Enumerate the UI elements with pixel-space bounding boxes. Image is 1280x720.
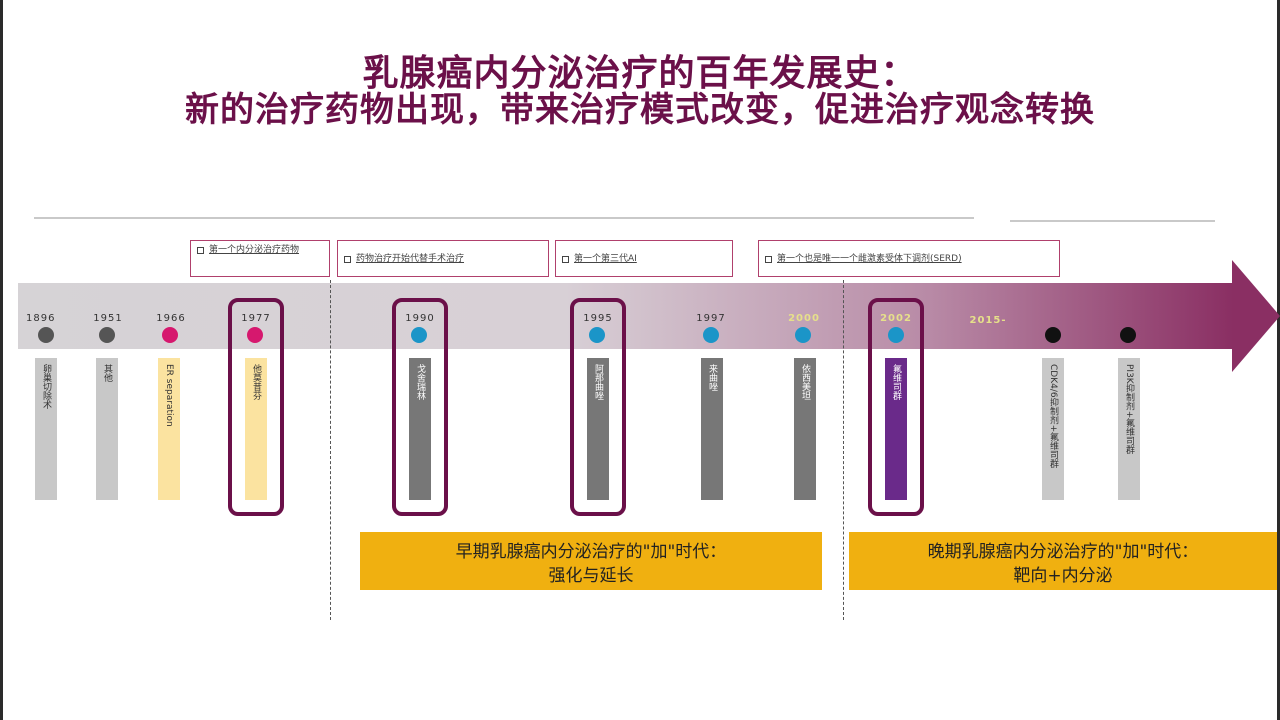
- era-divider-line: [330, 280, 331, 620]
- milestone-dot: [38, 327, 54, 343]
- milestone-bar-label: 氟维司群: [891, 364, 901, 400]
- milestone-dot: [703, 327, 719, 343]
- era-box-advanced: 晚期乳腺癌内分泌治疗的"加"时代： 靶向+内分泌: [849, 532, 1277, 590]
- milestone-year: 1977: [241, 313, 271, 324]
- milestone-bar: 戈舍瑞林: [409, 358, 431, 500]
- milestone-year: 1951: [93, 313, 123, 324]
- milestone-dot: [99, 327, 115, 343]
- milestone-dot: [1120, 327, 1136, 343]
- left-frame-edge: [0, 0, 3, 720]
- milestone-bar-label: 他莫昔芬: [251, 364, 261, 400]
- separator-line: [1010, 220, 1215, 222]
- milestone-dot: [1045, 327, 1061, 343]
- milestone-year: 1995: [583, 313, 613, 324]
- milestone-year: 2000: [788, 313, 820, 324]
- checkbox-square-icon: [562, 256, 569, 263]
- milestone-year: 1990: [405, 313, 435, 324]
- milestone-year: 2002: [880, 313, 912, 324]
- milestone-year: 2015-: [969, 315, 1007, 326]
- note-first-endocrine-drug: 第一个内分泌治疗药物: [190, 240, 330, 277]
- milestone-bar: 他莫昔芬: [245, 358, 267, 500]
- milestone-bar: 阿那曲唑: [587, 358, 609, 500]
- note-first-serd: 第一个也是唯一一个雌激素受体下调剂(SERD): [758, 240, 1060, 277]
- era-line-2: 强化与延长: [548, 566, 634, 586]
- highlight-frame-1977: [228, 298, 284, 516]
- milestone-dot: [888, 327, 904, 343]
- era-line-1: 早期乳腺癌内分泌治疗的"加"时代：: [455, 542, 727, 562]
- milestone-bar: 氟维司群: [885, 358, 907, 500]
- milestone-dot: [795, 327, 811, 343]
- note-drug-replaces-surgery: 药物治疗开始代替手术治疗: [337, 240, 549, 277]
- milestone-bar: 依西美坦: [794, 358, 816, 500]
- milestone-dot: [589, 327, 605, 343]
- milestone-bar-label: 来曲唑: [707, 364, 717, 391]
- note-first-third-gen-ai: 第一个第三代AI: [555, 240, 733, 277]
- milestone-bar-label: ER separation: [164, 364, 174, 427]
- milestone-year: 1896: [26, 313, 56, 324]
- checkbox-square-icon: [344, 256, 351, 263]
- highlight-frame-1995: [570, 298, 626, 516]
- milestone-bar: ER separation: [158, 358, 180, 500]
- milestone-year: 1997: [696, 313, 726, 324]
- milestone-bar: PI3K抑制剂+氟维司群: [1118, 358, 1140, 500]
- milestone-bar: 来曲唑: [701, 358, 723, 500]
- milestone-bar-label: 依西美坦: [800, 364, 810, 400]
- milestone-dot: [411, 327, 427, 343]
- note-text: 药物治疗开始代替手术治疗: [356, 254, 465, 264]
- note-text: 第一个第三代AI: [574, 254, 637, 264]
- title-line-1: 乳腺癌内分泌治疗的百年发展史：: [362, 53, 918, 94]
- milestone-bar-label: 戈舍瑞林: [415, 364, 425, 400]
- era-line-2: 靶向+内分泌: [1013, 566, 1113, 586]
- title-line-2: 新的治疗药物出现，带来治疗模式改变，促进治疗观念转换: [185, 90, 1095, 130]
- milestone-bar-label: PI3K抑制剂+氟维司群: [1124, 364, 1134, 455]
- separator-line: [34, 217, 974, 219]
- highlight-frame-1990: [392, 298, 448, 516]
- checkbox-square-icon: [765, 256, 772, 263]
- milestone-bar-label: 阿那曲唑: [593, 364, 603, 400]
- milestone-year: 1966: [156, 313, 186, 324]
- era-divider-line: [843, 280, 844, 620]
- highlight-frame-2002: [868, 298, 924, 516]
- era-box-early: 早期乳腺癌内分泌治疗的"加"时代： 强化与延长: [360, 532, 822, 590]
- milestone-bar-label: 卵巢切除术: [41, 364, 51, 409]
- era-line-1: 晚期乳腺癌内分泌治疗的"加"时代：: [927, 542, 1199, 562]
- checkbox-square-icon: [197, 247, 204, 254]
- milestone-bar-label: CDK4/6抑制剂+氟维司群: [1048, 364, 1058, 469]
- milestone-bar-label: 其他: [102, 364, 112, 382]
- milestone-bar: CDK4/6抑制剂+氟维司群: [1042, 358, 1064, 500]
- milestone-dot: [162, 327, 178, 343]
- note-text: 第一个也是唯一一个雌激素受体下调剂(SERD): [777, 254, 962, 264]
- milestone-bar: 卵巢切除术: [35, 358, 57, 500]
- milestone-bar: 其他: [96, 358, 118, 500]
- timeline-arrowhead: [1232, 260, 1280, 372]
- milestone-dot: [247, 327, 263, 343]
- note-text: 第一个内分泌治疗药物: [209, 245, 300, 255]
